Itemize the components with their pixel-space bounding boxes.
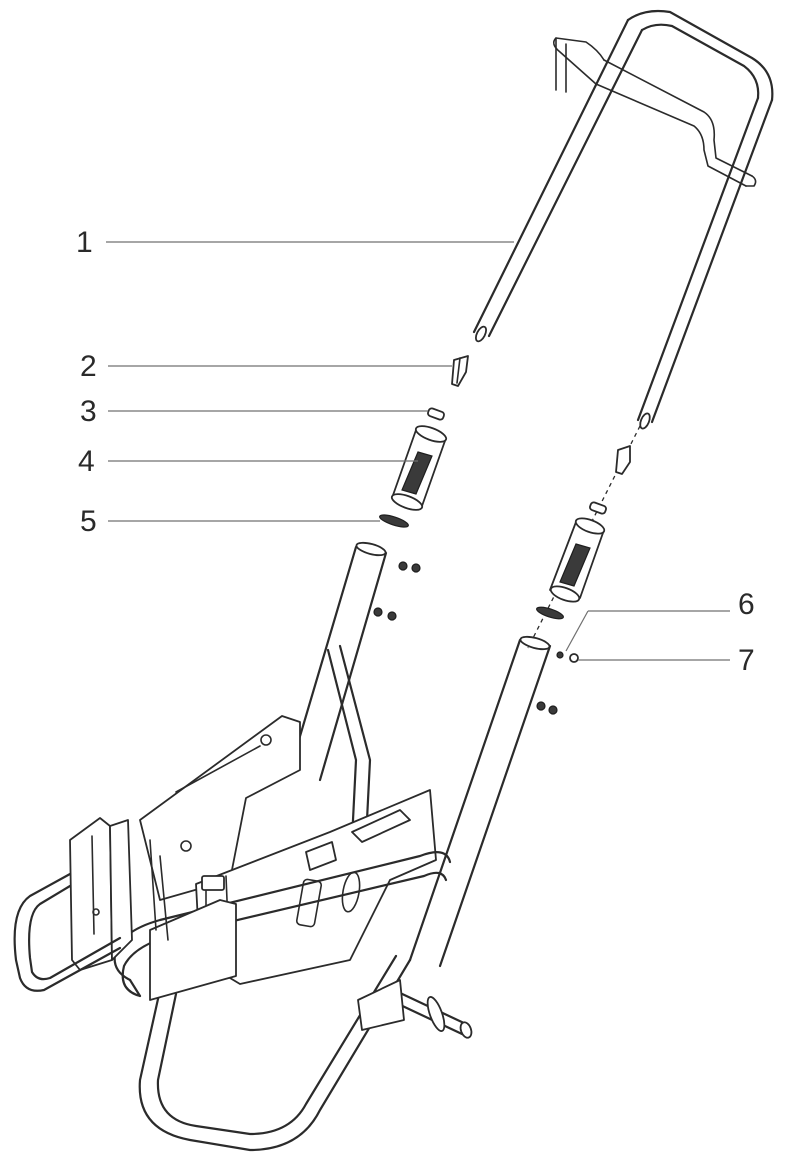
callout-label-5: 5 xyxy=(80,505,97,538)
right-column-parts xyxy=(527,425,641,649)
cone-plug-left xyxy=(451,355,469,387)
callout-label-2: 2 xyxy=(80,350,97,383)
leader-line-6 xyxy=(565,610,589,652)
latch-sleeve-left xyxy=(390,425,448,511)
leader-lines xyxy=(106,241,730,661)
callout-label-6: 6 xyxy=(738,588,755,621)
callout-labels: 1 2 3 4 5 6 7 xyxy=(76,226,755,677)
callout-label-3: 3 xyxy=(80,395,97,428)
fasteners xyxy=(373,561,579,715)
callout-label-4: 4 xyxy=(78,445,95,478)
callout-label-7: 7 xyxy=(738,644,755,677)
lower-frame xyxy=(13,541,552,1152)
pin-left xyxy=(427,407,445,421)
callout-label-1: 1 xyxy=(76,226,93,259)
upper-handle xyxy=(472,9,774,430)
o-ring-left xyxy=(379,514,409,528)
